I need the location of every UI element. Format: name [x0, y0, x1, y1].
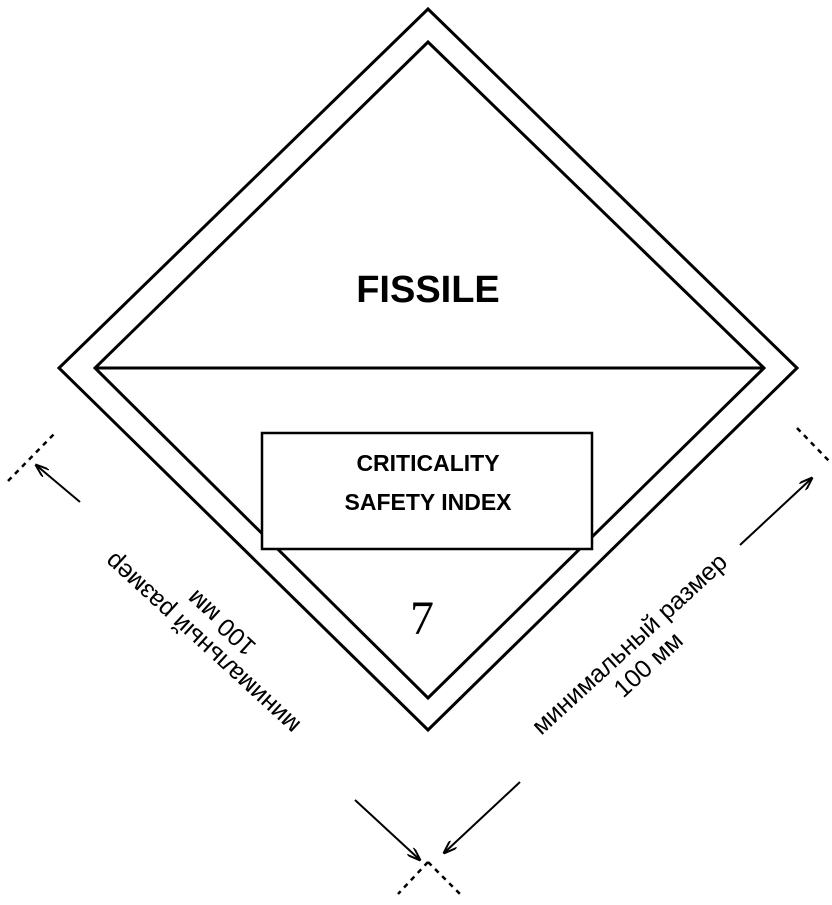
criticality-line-2: SAFETY INDEX — [345, 489, 513, 515]
criticality-line-1: CRITICALITY — [356, 450, 499, 476]
class-number: 7 — [410, 592, 434, 645]
bottom-corner-dash-left — [397, 861, 429, 895]
right-corner-dash-top — [796, 427, 831, 463]
right-arrow-down-icon — [444, 781, 521, 853]
left-arrow-up-icon — [36, 465, 81, 503]
bottom-corner-dash-right — [427, 861, 461, 895]
inner-diamond-border — [92, 39, 767, 701]
criticality-box — [260, 431, 594, 551]
fissile-heading: FISSILE — [356, 269, 500, 311]
left-arrow-down-icon — [354, 799, 420, 860]
left-corner-dash-top — [7, 431, 57, 482]
right-arrow-up-icon — [739, 478, 812, 546]
